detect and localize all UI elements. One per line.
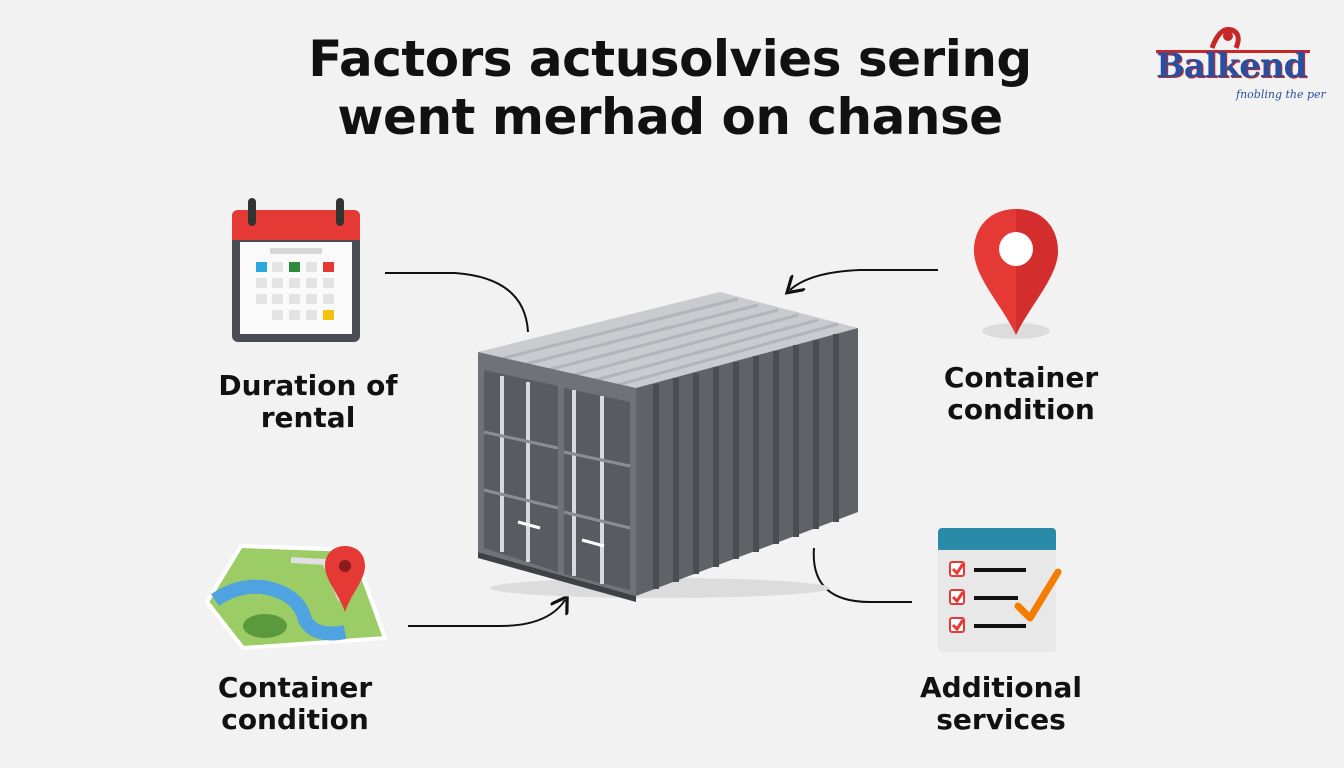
- page-title: Factors actusolvies sering went merhad o…: [160, 30, 1180, 146]
- factor-label-bottom-right: Additional services: [920, 671, 1082, 736]
- connector-top-right: [790, 269, 938, 290]
- connector-bottom-left: [408, 600, 565, 627]
- factor-label-top-left: Duration of rental: [218, 369, 398, 434]
- brand-logo: Balkend fnobling the per: [1150, 20, 1330, 101]
- factor-label-top-right: Container condition: [943, 361, 1099, 426]
- title-line-2: went merhad on chanse: [337, 88, 1003, 146]
- shipping-container-icon: [470, 290, 870, 605]
- calendar-icon: [230, 198, 365, 348]
- map-icon: [205, 540, 390, 655]
- connector-top-left: [385, 272, 529, 333]
- connector-bottom-right: [812, 547, 912, 603]
- factor-label-bottom-left: Container condition: [217, 671, 373, 736]
- checklist-icon: [934, 526, 1064, 656]
- logo-emblem-icon: [1156, 26, 1310, 53]
- title-line-1: Factors actusolvies sering: [308, 30, 1032, 88]
- logo-tagline: fnobling the per: [1236, 88, 1326, 101]
- location-pin-icon: [966, 205, 1066, 345]
- logo-wordmark: Balkend: [1156, 46, 1307, 86]
